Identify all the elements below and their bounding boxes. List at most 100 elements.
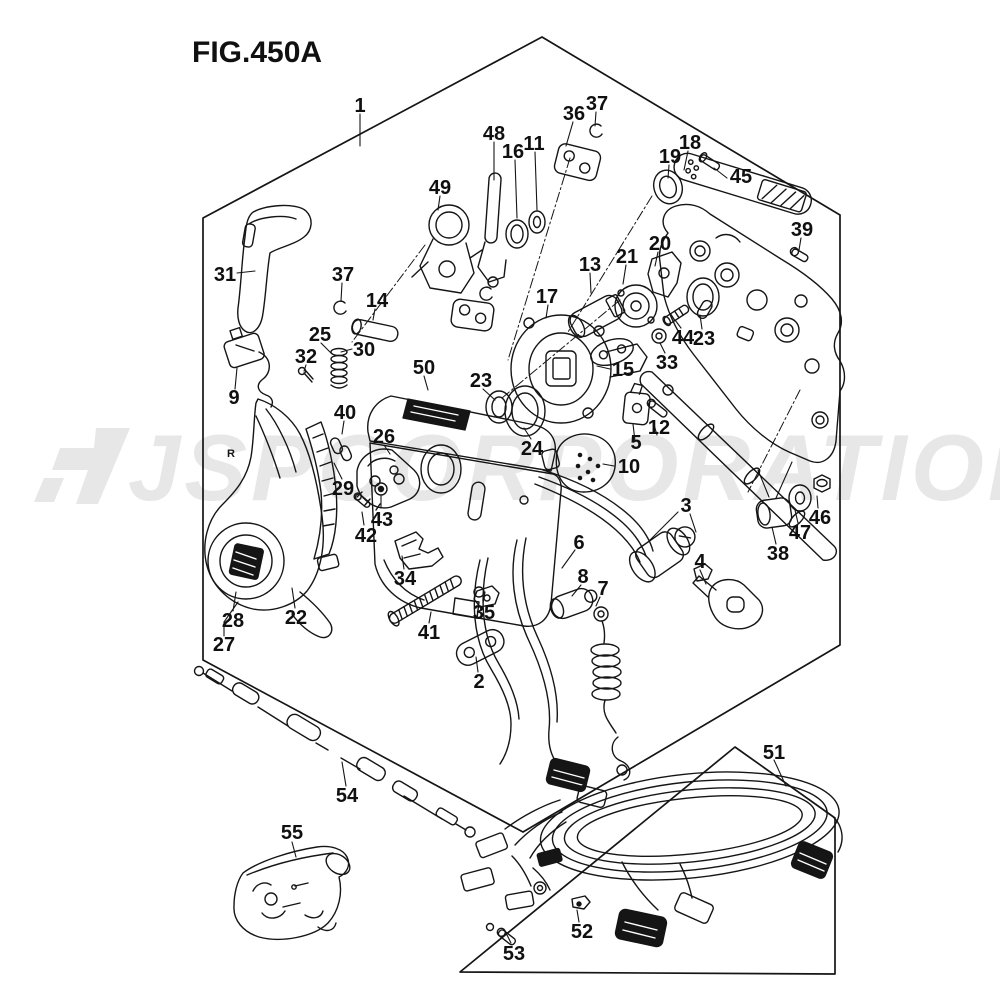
part-37-circlip-left bbox=[333, 300, 347, 315]
part-label-47: 47 bbox=[789, 522, 811, 544]
part-label-22: 22 bbox=[285, 607, 307, 629]
part-label-12: 12 bbox=[648, 417, 670, 439]
part-label-3: 3 bbox=[680, 495, 691, 517]
part-label-42: 42 bbox=[355, 525, 377, 547]
part-40-roller bbox=[329, 437, 353, 462]
part-mounting-plate bbox=[658, 203, 846, 463]
part-label-28: 28 bbox=[222, 610, 244, 632]
part-label-23: 23 bbox=[470, 370, 492, 392]
part-8-lanyard-switch bbox=[549, 587, 598, 620]
part-12-screw bbox=[646, 398, 668, 418]
part-label-26: 26 bbox=[373, 426, 395, 448]
part-label-46: 46 bbox=[809, 507, 831, 529]
part-label-23: 23 bbox=[693, 328, 715, 350]
part-label-38: 38 bbox=[767, 543, 789, 565]
watermark-text: JSPCORPORATION bbox=[128, 415, 1000, 520]
part-label-21: 21 bbox=[616, 246, 638, 268]
part-label-27: 27 bbox=[213, 634, 235, 656]
part-17-drum bbox=[510, 314, 648, 424]
part-41-screw bbox=[387, 575, 462, 627]
part-23-bushing-right bbox=[686, 277, 720, 317]
artwork-mark-R: R bbox=[227, 448, 235, 460]
part-25-spring bbox=[330, 347, 348, 389]
part-15-plate bbox=[590, 338, 634, 366]
part-lower-bracket bbox=[639, 370, 838, 561]
part-label-45: 45 bbox=[730, 166, 752, 188]
part-label-16: 16 bbox=[502, 141, 524, 163]
part-label-13: 13 bbox=[579, 254, 601, 276]
part-label-53: 53 bbox=[503, 943, 525, 965]
part-13-cylinder bbox=[567, 294, 626, 339]
part-label-39: 39 bbox=[791, 219, 813, 241]
part-label-54: 54 bbox=[336, 785, 359, 807]
part-label-14: 14 bbox=[366, 290, 389, 312]
center-lines bbox=[351, 157, 801, 493]
part-label-41: 41 bbox=[418, 622, 440, 644]
part-label-10: 10 bbox=[618, 456, 640, 478]
figure-title: FIG.450A bbox=[192, 36, 322, 69]
part-32-screw bbox=[297, 366, 314, 383]
part-28-grommet bbox=[228, 543, 264, 580]
part-label-52: 52 bbox=[571, 921, 593, 943]
part-label-30: 30 bbox=[353, 339, 375, 361]
part-16-ring bbox=[505, 219, 529, 249]
part-label-34: 34 bbox=[394, 568, 417, 590]
part-label-31: 31 bbox=[214, 264, 236, 286]
part-label-32: 32 bbox=[295, 346, 317, 368]
part-label-25: 25 bbox=[309, 324, 331, 346]
part-label-49: 49 bbox=[429, 177, 451, 199]
artwork-marks: R bbox=[227, 448, 235, 460]
part-label-24: 24 bbox=[521, 438, 544, 460]
part-label-20: 20 bbox=[649, 233, 671, 255]
part-37-circlip-top bbox=[589, 123, 603, 138]
jsp-logo-icon bbox=[34, 428, 130, 504]
part-label-48: 48 bbox=[483, 123, 505, 145]
part-label-37: 37 bbox=[586, 93, 608, 115]
part-label-44: 44 bbox=[672, 327, 695, 349]
part-3-key-switch bbox=[628, 526, 696, 583]
part-4-key bbox=[692, 563, 764, 630]
part-label-8: 8 bbox=[577, 566, 588, 588]
part-6-lanyard-cord bbox=[590, 620, 631, 781]
part-36-clamp-top bbox=[553, 143, 602, 182]
part-label-50: 50 bbox=[413, 357, 435, 379]
part-52-clip bbox=[571, 895, 591, 910]
part-51-harness-connectors bbox=[460, 799, 843, 948]
part-label-6: 6 bbox=[573, 532, 584, 554]
part-14-pin bbox=[351, 318, 399, 343]
part-33-ring bbox=[651, 328, 667, 344]
part-49-lock-lever bbox=[411, 204, 483, 294]
part-34-clamp bbox=[394, 531, 444, 570]
part-label-2: 2 bbox=[473, 671, 484, 693]
part-19-grommet bbox=[652, 169, 684, 205]
part-label-37: 37 bbox=[332, 264, 354, 286]
part-7-clip bbox=[593, 606, 609, 622]
part-43-grommet bbox=[374, 482, 388, 496]
part-53-screw bbox=[485, 922, 517, 946]
part-label-18: 18 bbox=[679, 132, 701, 154]
part-46-nut bbox=[813, 474, 831, 493]
part-51-harness-coil bbox=[539, 771, 840, 881]
part-label-36: 36 bbox=[563, 103, 585, 125]
part-label-43: 43 bbox=[371, 509, 393, 531]
part-55-parts-bag bbox=[233, 845, 351, 940]
part-label-55: 55 bbox=[281, 822, 303, 844]
part-9-stop-switch bbox=[223, 326, 274, 408]
part-48-lever bbox=[477, 172, 507, 288]
part-29-inner-lever bbox=[305, 421, 340, 572]
part-31-handle-grip bbox=[237, 204, 312, 334]
part-54-cable bbox=[193, 665, 476, 838]
part-11-washer bbox=[528, 210, 546, 234]
part-label-5: 5 bbox=[630, 432, 641, 454]
part-39-screw bbox=[789, 246, 809, 263]
part-42-screw bbox=[353, 492, 371, 508]
part-24-ring bbox=[504, 385, 546, 437]
part-18-bracket bbox=[673, 152, 813, 215]
part-label-15: 15 bbox=[612, 359, 634, 381]
part-44-screw bbox=[662, 304, 690, 327]
part-label-19: 19 bbox=[659, 146, 681, 168]
part-label-35: 35 bbox=[473, 602, 495, 624]
part-45-screw bbox=[698, 152, 721, 171]
